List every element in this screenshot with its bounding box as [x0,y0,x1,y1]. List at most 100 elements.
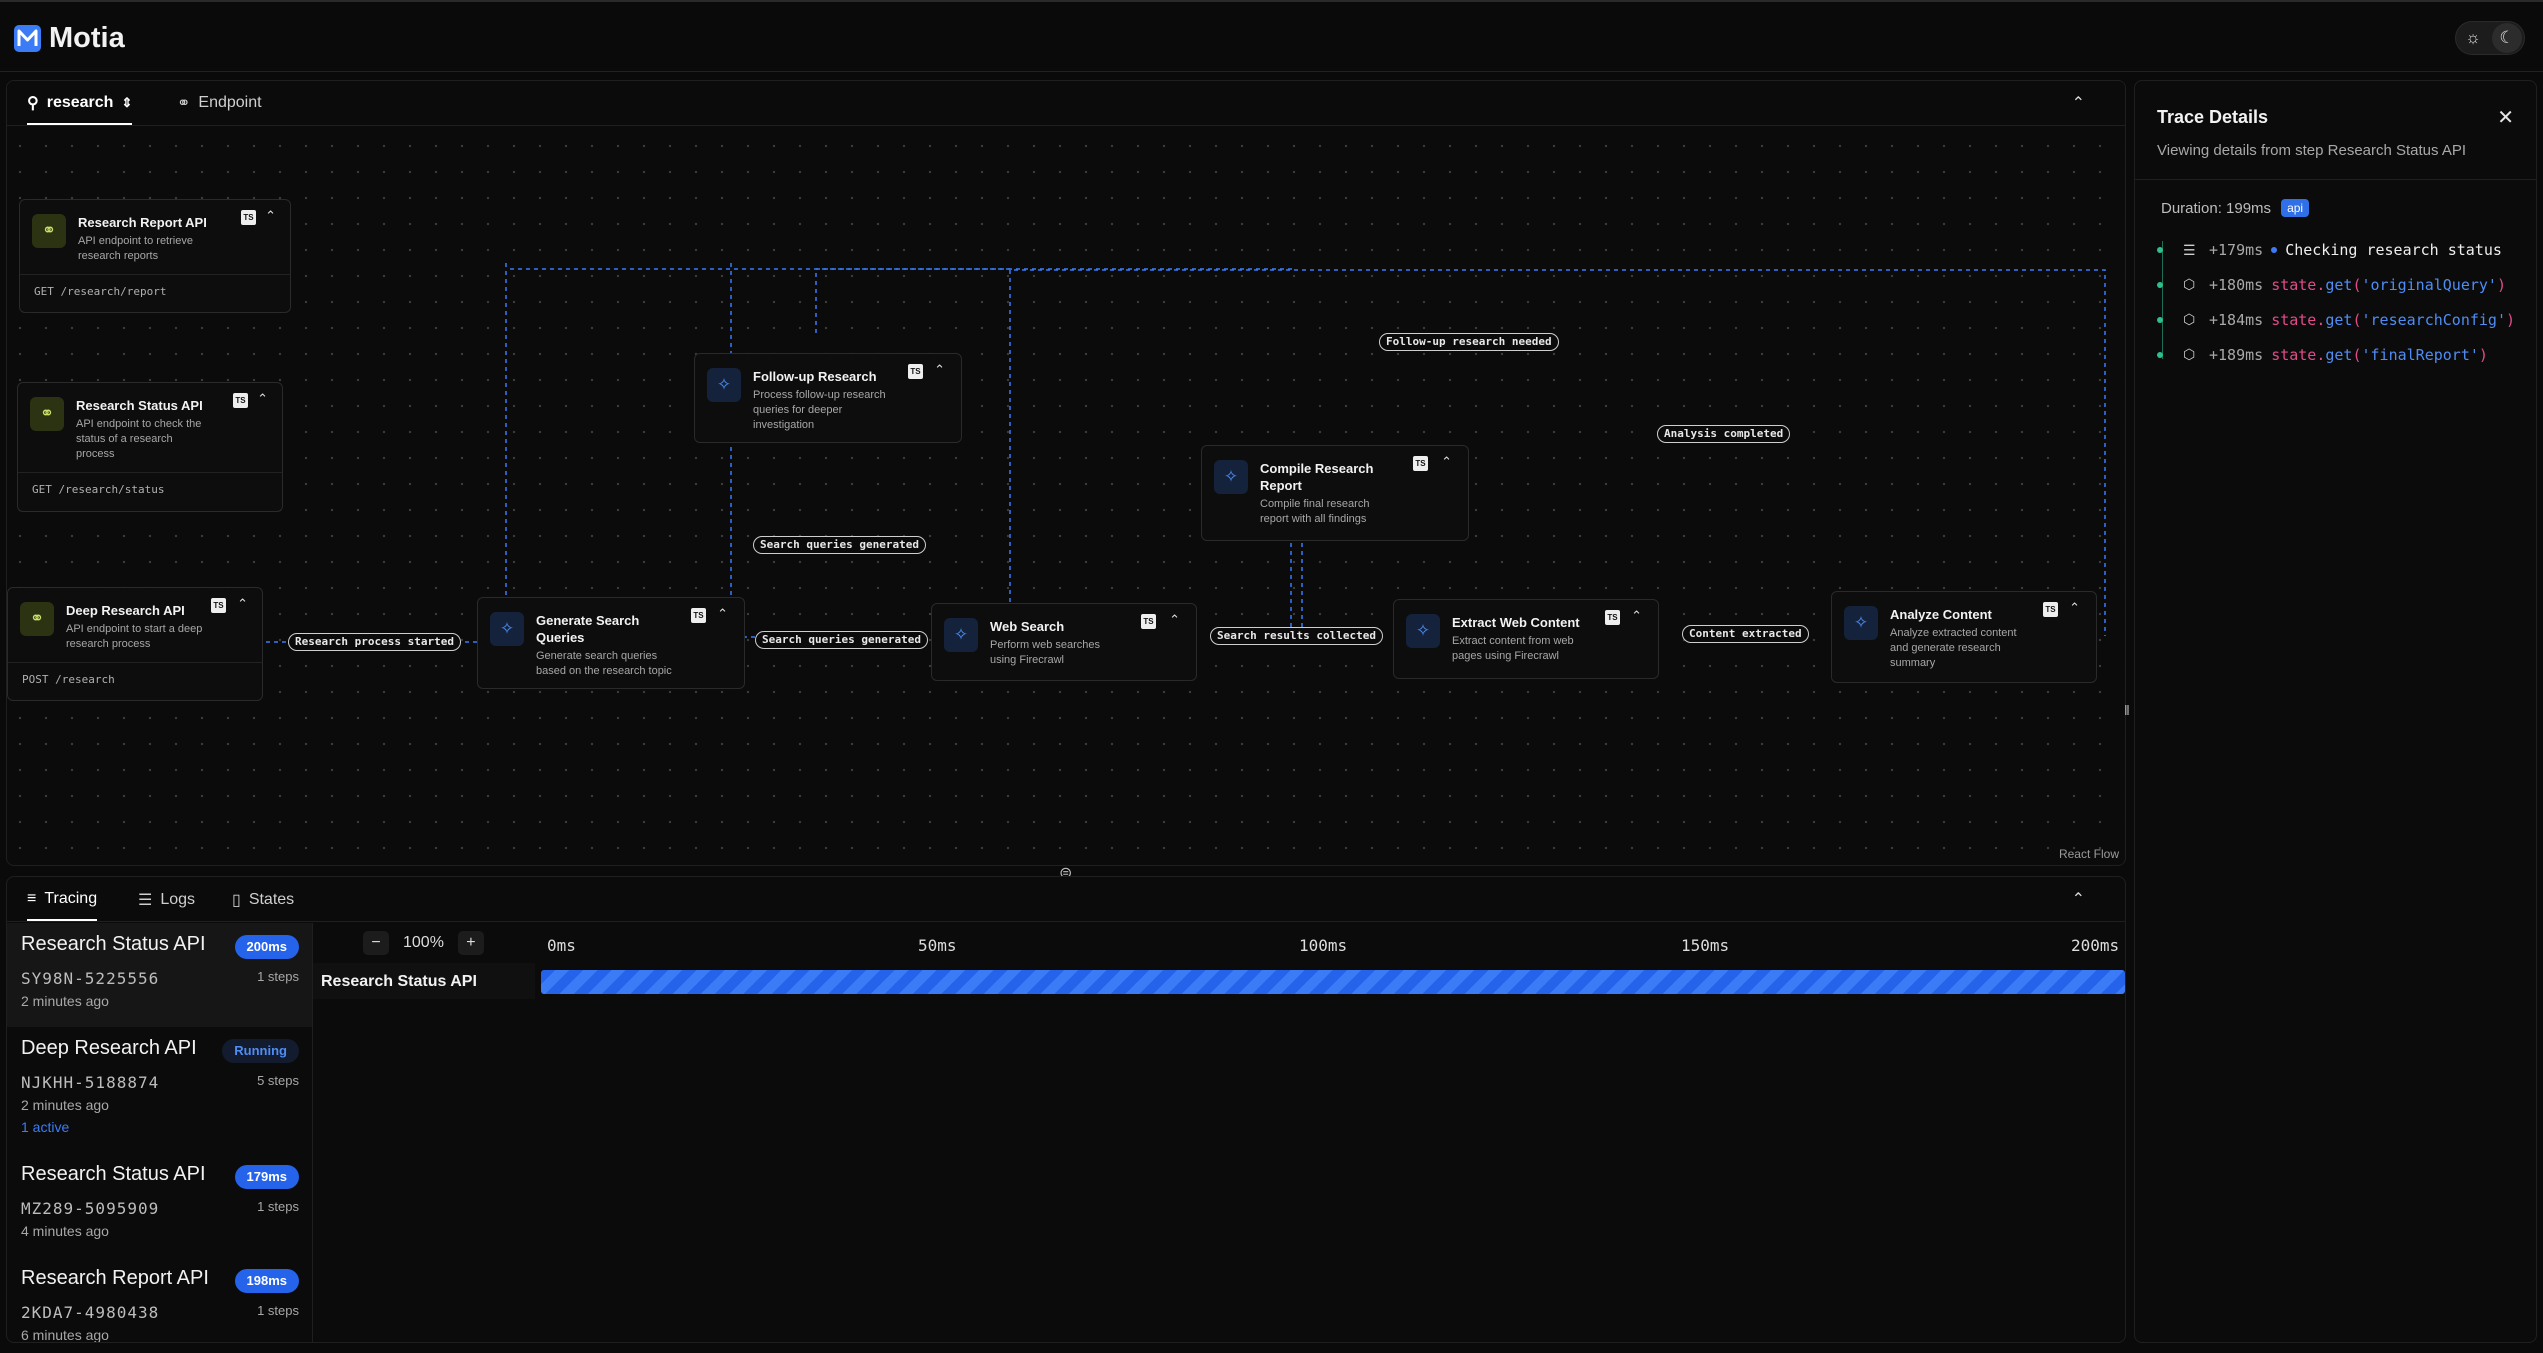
node-research-report-api[interactable]: ⚭ Research Report API API endpoint to re… [19,199,291,313]
tab-endpoint-label: Endpoint [198,94,262,111]
top-bar: Motia ☼ ☾ [0,0,2543,72]
collapse-bottom-panel-button[interactable]: ⌃ [2071,891,2085,908]
trace-steps: 1 steps [257,1303,299,1318]
event-message: Checking research status [2285,241,2502,259]
typescript-badge: TS [1413,456,1428,471]
tab-endpoint[interactable]: ⚭ Endpoint [177,93,262,113]
timeline-tick: 50ms [918,936,957,955]
timeline-tick: 150ms [1681,936,1730,955]
link-icon: ⚭ [30,397,64,431]
sun-icon[interactable]: ☼ [2465,28,2481,47]
node-extract-web-content[interactable]: ✧ Extract Web Content Extract content fr… [1393,599,1659,679]
bottom-panel: ≡ Tracing ☰ Logs ▯ States ⌃ Research Sta… [6,876,2126,1343]
call-paren: ) [2478,346,2488,364]
call-argument: 'originalQuery' [2361,276,2497,294]
tab-tracing[interactable]: ≡ Tracing [27,890,98,921]
trace-name: Research Status API [21,1163,206,1185]
chevron-up-icon[interactable]: ⌃ [1631,608,1642,623]
timeline-tick: 0ms [547,936,576,955]
node-deep-research-api[interactable]: ⚭ Deep Research API API endpoint to star… [7,587,263,701]
bottom-tabs: ≡ Tracing ☰ Logs ▯ States ⌃ [7,877,2125,922]
log-level-dot [2271,247,2278,253]
event-offset: +179ms [2209,241,2264,259]
typescript-badge: TS [211,598,226,613]
node-title: Follow-up Research [753,369,877,384]
collapse-canvas-button[interactable]: ⌃ [2071,95,2085,112]
duration-badge: 200ms [234,935,299,959]
chevron-up-icon[interactable]: ⌃ [1169,612,1180,627]
event-step-icon: ✧ [1406,614,1440,648]
app-logo[interactable]: Motia [14,22,125,55]
tab-research[interactable]: ⚲ research ⇕ [27,93,133,125]
tab-logs[interactable]: ☰ Logs [138,890,195,910]
react-flow-attribution[interactable]: React Flow [2058,847,2119,861]
log-icon: ☰ [2183,241,2196,258]
node-compile-research-report[interactable]: ✧ Compile Research Report Compile final … [1201,445,1469,541]
trace-list-item[interactable]: Research Status API 200ms SY98N-5225556 … [7,923,312,1027]
timeline-dot [2157,352,2163,358]
chevron-up-icon[interactable]: ⌃ [2069,600,2080,615]
duration-label: Duration: 199ms [2161,199,2272,217]
chevron-up-icon[interactable]: ⌃ [717,606,728,621]
flow-edges [162,262,2106,643]
tab-logs-label: Logs [160,891,196,908]
trace-steps: 1 steps [257,1199,299,1214]
trace-time: 2 minutes ago [21,993,109,1009]
trace-details-panel: Trace Details ✕ Viewing details from ste… [2134,80,2537,1343]
panel-resize-handle[interactable]: ‖ [2124,702,2130,718]
timeline-tick: 100ms [1299,936,1348,955]
node-web-search[interactable]: ✧ Web Search Perform web searches using … [931,603,1197,681]
link-icon: ⚭ [177,95,191,112]
link-icon: ⚭ [20,602,54,636]
trace-time: 2 minutes ago [21,1097,109,1113]
edge-label: Analysis completed [1657,425,1791,443]
call-argument: 'finalReport' [2361,346,2479,364]
chevron-up-icon[interactable]: ⌃ [237,596,248,611]
moon-icon[interactable]: ☾ [2492,23,2522,53]
node-analyze-content[interactable]: ✧ Analyze Content Analyze extracted cont… [1831,591,2097,683]
node-description: Extract content from web pages using Fir… [1452,635,1574,662]
trace-list-item[interactable]: Research Status API 179ms MZ289-5095909 … [7,1153,312,1257]
active-count: 1 active [21,1119,70,1135]
call-paren: ( [2352,346,2362,364]
chevron-up-icon[interactable]: ⌃ [265,208,276,223]
trace-list-item[interactable]: Research Report API 198ms 2KDA7-4980438 … [7,1257,312,1342]
chevron-up-icon[interactable]: ⌃ [934,362,945,377]
node-research-status-api[interactable]: ⚭ Research Status API API endpoint to ch… [17,382,283,512]
edge-label: Research process started [288,633,461,651]
event-step-icon: ✧ [707,368,741,402]
trace-details-title: Trace Details [2157,107,2269,127]
typescript-badge: TS [908,364,923,379]
trace-event-row[interactable]: ⬡ +184ms state.get('researchConfig') [2157,309,2515,331]
call-paren: ) [2506,311,2516,329]
flow-canvas[interactable]: ⚲ research ⇕ ⚭ Endpoint ⌃ ⚭ [6,80,2126,866]
node-title: Deep Research API [66,603,185,618]
node-follow-up-research[interactable]: ✧ Follow-up Research Process follow-up r… [694,353,962,443]
close-icon[interactable]: ✕ [2497,107,2514,129]
call-paren: ) [2496,276,2506,294]
theme-toggle[interactable]: ☼ ☾ [2455,21,2525,55]
node-description: API endpoint to check the status of a re… [76,418,202,460]
trace-event-row[interactable]: ⬡ +180ms state.get('originalQuery') [2157,274,2506,296]
typescript-badge: TS [691,608,706,623]
node-generate-search-queries[interactable]: ✧ Generate Search Queries Generate searc… [477,597,745,689]
status-badge: Running [222,1039,299,1063]
trace-steps: 1 steps [257,969,299,984]
node-title: Extract Web Content [1452,615,1580,630]
chevron-up-icon[interactable]: ⌃ [257,391,268,406]
trace-steps: 5 steps [257,1073,299,1088]
timeline-dot [2157,282,2163,288]
zoom-in-button[interactable]: + [457,931,484,955]
tab-states[interactable]: ▯ States [232,890,294,910]
timeline-bar[interactable] [541,970,2125,994]
link-icon: ⚭ [32,214,66,248]
event-step-icon: ✧ [1214,460,1248,494]
trace-event-row[interactable]: ⬡ +189ms state.get('finalReport') [2157,344,2488,366]
zoom-out-button[interactable]: − [363,931,389,955]
trace-list: Research Status API 200ms SY98N-5225556 … [7,923,313,1342]
event-offset: +189ms [2209,346,2264,364]
chevron-up-icon[interactable]: ⌃ [1441,454,1452,469]
trace-event-row[interactable]: ☰ +179ms Checking research status [2157,239,2502,261]
trace-list-item[interactable]: Deep Research API Running NJKHH-5188874 … [7,1027,312,1153]
trace-id: MZ289-5095909 [21,1199,160,1218]
